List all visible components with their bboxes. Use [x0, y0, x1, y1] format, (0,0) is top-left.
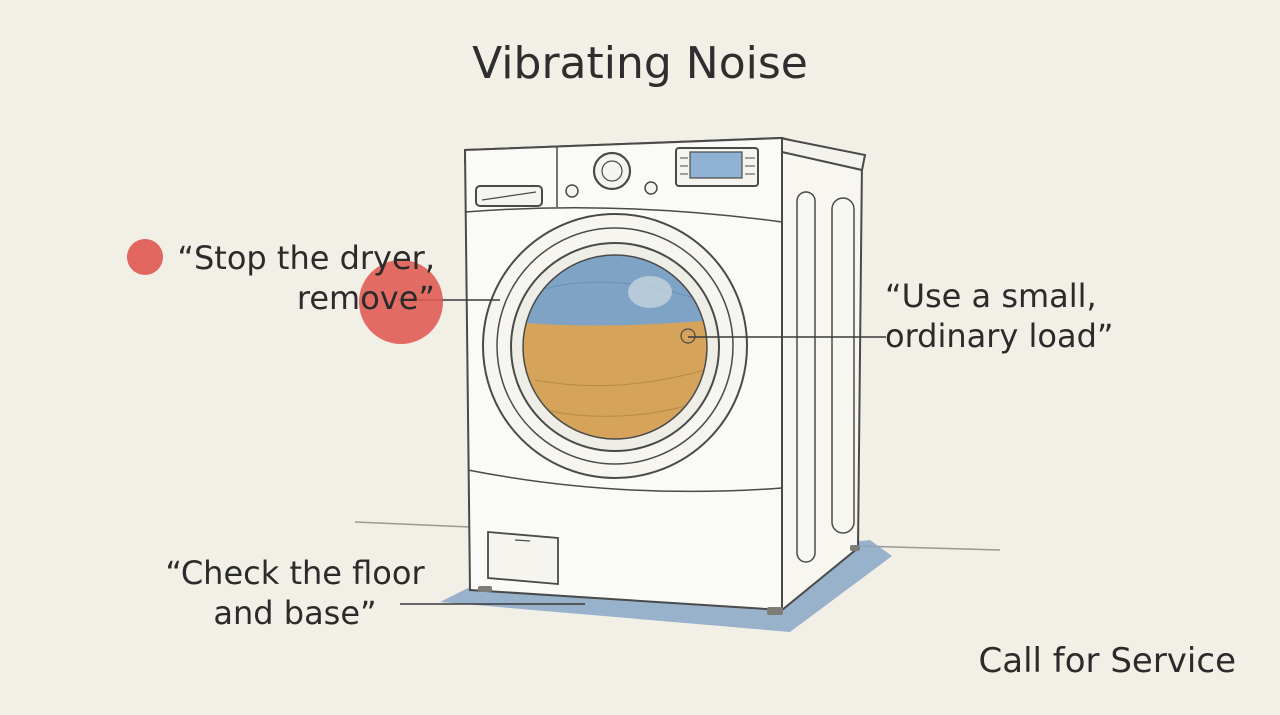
callout-stop-line-2: remove” [296, 279, 435, 317]
callout-floor-line-1: “Check the floor [165, 554, 425, 592]
washer-side [781, 136, 864, 613]
red-marker-small [127, 239, 163, 275]
drum [523, 255, 707, 439]
red-marker-large [359, 260, 443, 344]
filter-door [487, 531, 559, 585]
callout-load-line-1: “Use a small, [885, 277, 1097, 315]
call-for-service-link[interactable]: Call for Service [978, 641, 1237, 681]
floor-lines [354, 521, 1001, 551]
callout-load-line-2: ordinary load” [885, 317, 1114, 355]
callout-stop-dryer: “Stop the dryer, remove” [160, 238, 435, 318]
drum-perforation-patch [628, 276, 672, 308]
callout-floor-line-2: and base” [213, 594, 377, 632]
callout-small-load: “Use a small, ordinary load” [885, 276, 1114, 356]
indicator-light-right [644, 181, 658, 195]
washer-feet [478, 545, 860, 615]
diagram-title: Vibrating Noise [472, 38, 808, 89]
callout-floor-base: “Check the floor and base” [150, 553, 440, 633]
callout-stop-line-1: “Stop the dryer, [177, 239, 435, 277]
indicator-light-left [565, 184, 579, 198]
control-panel [475, 147, 759, 207]
